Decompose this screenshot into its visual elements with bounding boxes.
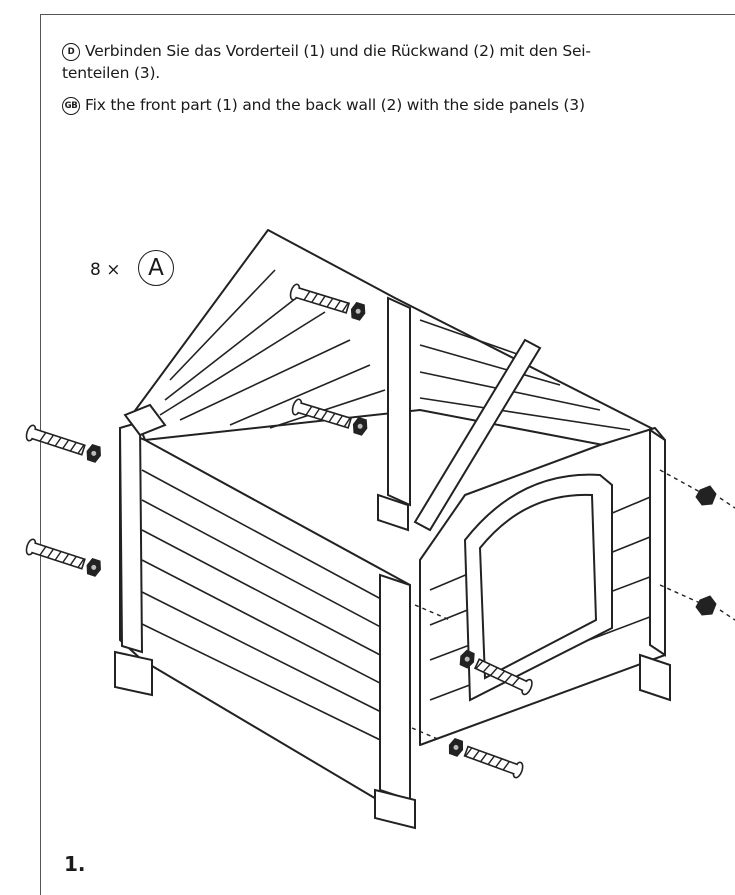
page-frame-left <box>40 14 41 895</box>
front-right-foot <box>374 788 416 830</box>
front-left-foot <box>114 650 153 697</box>
post-foot <box>377 493 409 532</box>
hardware-quantity: 8 × <box>90 260 121 280</box>
instruction-de-line1: Verbinden Sie das Vorderteil (1) und die… <box>85 42 591 60</box>
top-corner-cap <box>123 403 167 437</box>
step-number: 1. <box>64 852 86 876</box>
flag-gb-icon: GB <box>62 97 80 115</box>
hardware-part-label: A <box>138 250 174 286</box>
diagonal-brace <box>413 338 542 532</box>
bolt-icon <box>445 736 526 780</box>
left-wall-boards <box>141 469 406 753</box>
instruction-de: D Verbinden Sie das Vorderteil (1) und di… <box>62 40 591 84</box>
back-post <box>387 296 411 507</box>
left-side-wall <box>119 429 411 806</box>
assembly-guide-lines <box>411 469 735 741</box>
instruction-de-line2: tenteilen (3). <box>62 64 161 82</box>
bolt-icon <box>23 537 104 578</box>
right-corner-post <box>649 428 666 657</box>
instruction-gb: GB Fix the front part (1) and the back wa… <box>62 94 585 116</box>
front-left-post <box>118 420 144 654</box>
right-nuts <box>695 485 717 616</box>
door-frame <box>463 473 613 702</box>
instruction-gb-line1: Fix the front part (1) and the back wall… <box>85 96 585 114</box>
right-foot <box>639 653 671 702</box>
flag-de-icon: D <box>62 43 80 61</box>
page-frame-top <box>40 14 735 15</box>
bolt-icon <box>23 423 104 464</box>
back-panel-boards <box>159 269 631 431</box>
front-right-post <box>379 573 411 802</box>
